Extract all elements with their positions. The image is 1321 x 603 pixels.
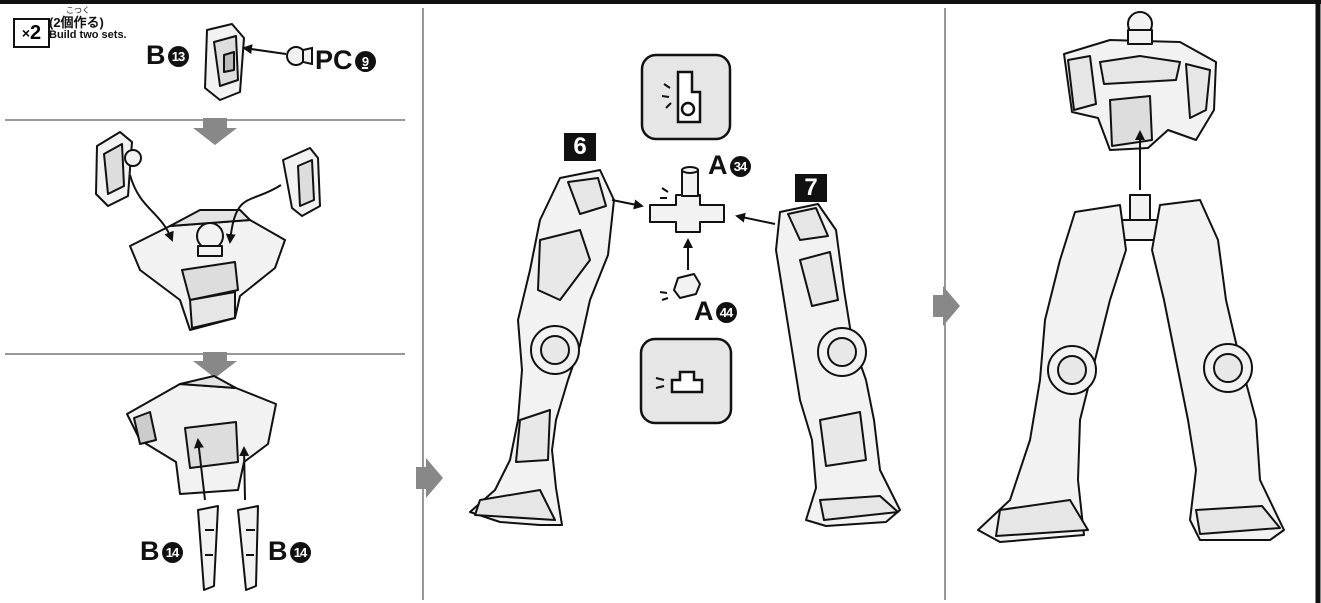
- part-letter: B: [146, 40, 166, 70]
- part-number-badge: 9: [354, 51, 376, 72]
- part-number-badge: 44: [715, 302, 737, 323]
- multiply-icon: ×: [21, 25, 31, 41]
- leg-left-drawing: [469, 169, 615, 526]
- part-a44-drawing: [659, 273, 701, 301]
- arrow-right-half-to-shoulder: [225, 184, 282, 244]
- final-legs-drawing: [977, 194, 1285, 543]
- part-number-badge: 34: [729, 156, 751, 177]
- part-b13-left-drawing: [95, 131, 142, 207]
- arrow-left-leg-to-joint: [611, 199, 644, 210]
- arrow-left-half-to-shoulder: [129, 174, 174, 242]
- flow-arrow-right-2: [933, 286, 960, 326]
- furigana-reading: こつく: [66, 6, 90, 15]
- final-shoulder-drawing: [1063, 11, 1217, 151]
- arrow-b14-left-up: [193, 438, 206, 501]
- part-b13-right-drawing: [282, 147, 321, 217]
- arrow-right-leg-to-joint: [735, 212, 776, 225]
- part-letter: B: [140, 536, 160, 566]
- leg-right-drawing: [775, 203, 901, 527]
- part-a34-drawing: [649, 166, 725, 233]
- build-count-badge: ×2: [13, 18, 50, 48]
- shoulder-armor-drawing: [129, 209, 286, 331]
- flow-arrow-right-1: [416, 458, 443, 498]
- part-b13-drawing: [204, 23, 245, 101]
- part-number-badge: 14: [161, 542, 183, 563]
- step-marker-left-leg: 6: [564, 133, 596, 161]
- part-letter: A: [708, 150, 728, 180]
- part-letter: PC: [315, 45, 353, 75]
- arrow-pc9-to-b13: [242, 44, 287, 55]
- part-b14-right-drawing: [237, 505, 259, 591]
- part-letter: B: [268, 536, 288, 566]
- step-marker-right-leg: 7: [795, 174, 827, 202]
- part-b14-left-drawing: [197, 505, 219, 591]
- callout-box-bottom: [639, 337, 733, 425]
- build-count-japanese: (2個作る): [49, 15, 104, 30]
- arrow-b14-right-up: [239, 446, 250, 501]
- flow-arrow-down-1: [193, 118, 237, 145]
- part-number-badge: 14: [289, 542, 311, 563]
- part-letter: A: [694, 296, 714, 326]
- part-pc9-drawing: [286, 46, 313, 66]
- build-count-english: Build two sets.: [49, 29, 127, 41]
- build-count: 2: [30, 22, 42, 44]
- part-number-badge: 13: [167, 46, 189, 67]
- callout-box-top: [640, 53, 732, 141]
- flow-arrow-down-2: [193, 352, 237, 378]
